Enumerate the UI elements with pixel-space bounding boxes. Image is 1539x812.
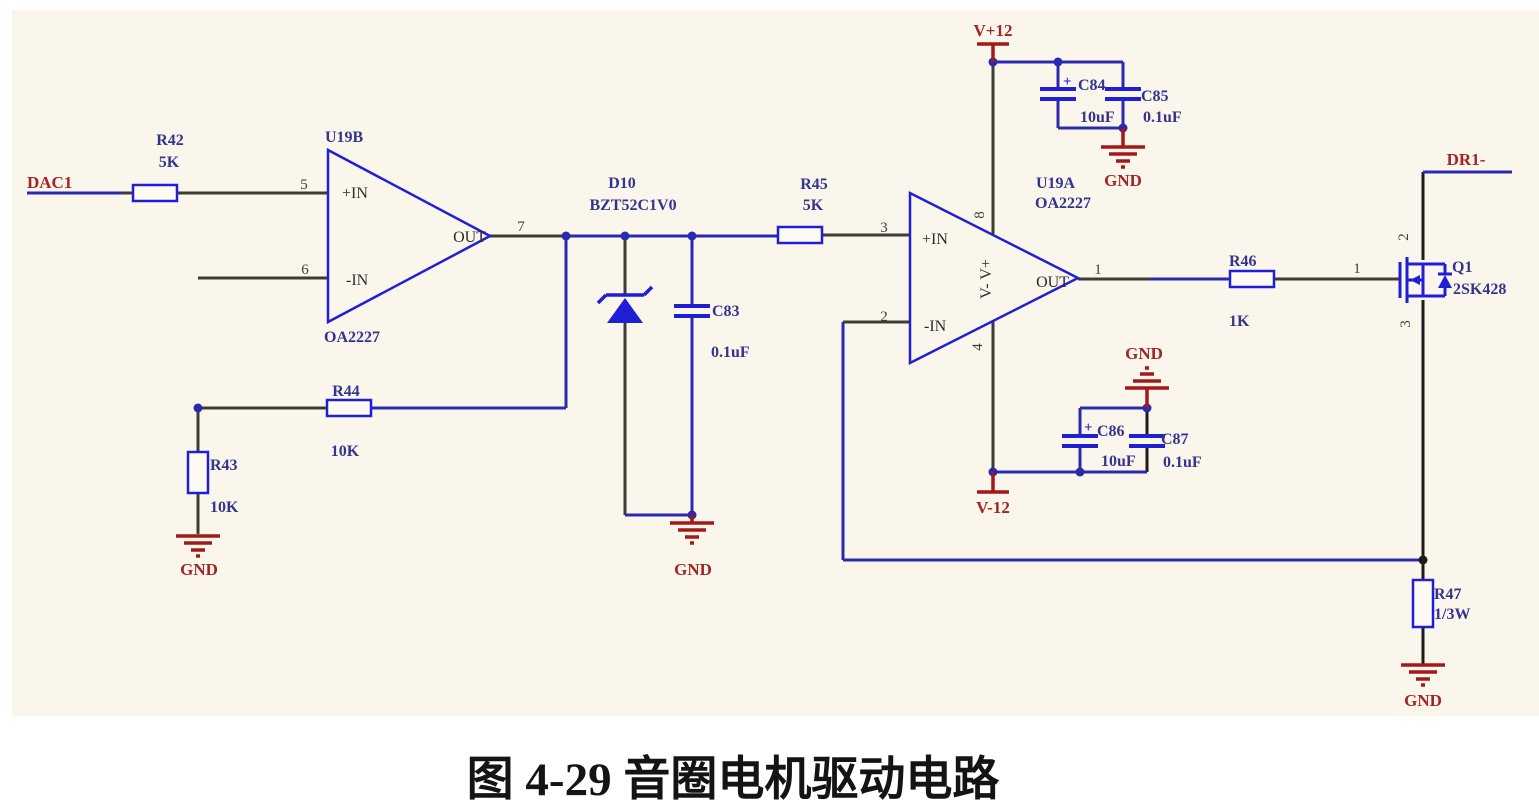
label-c87: C87: [1161, 431, 1189, 448]
label-c85: C85: [1141, 88, 1169, 105]
u19a-rail-text: V- V+: [978, 259, 995, 299]
pin2-q1-drain: 2: [1396, 233, 1412, 241]
pin1-u19a: 1: [1094, 262, 1102, 278]
value-c86: 10uF: [1101, 453, 1136, 470]
pin1-q1-gate: 1: [1353, 261, 1361, 277]
value-c85: 0.1uF: [1143, 109, 1182, 126]
value-c87: 0.1uF: [1163, 454, 1202, 471]
resistor-r43: [186, 450, 210, 495]
schematic-canvas: [12, 10, 1539, 716]
label-r46: R46: [1229, 253, 1257, 270]
u19b-plus-in: +IN: [342, 185, 368, 202]
pin6-u19b: 6: [301, 262, 309, 278]
gnd-label-c86: GND: [1125, 344, 1163, 363]
gnd-symbol-c85: [1101, 128, 1145, 169]
resistor-r44: [325, 398, 373, 418]
wires-blue: [27, 60, 1512, 562]
capacitor-c86: [1062, 434, 1098, 448]
gnd-label-c85: GND: [1104, 171, 1142, 190]
label-r45: R45: [800, 176, 828, 193]
opamp-u19a-triangle: [908, 190, 1081, 366]
capacitor-plates: [674, 87, 1165, 448]
part-d10: BZT52C1V0: [589, 197, 676, 214]
label-r47: R47: [1434, 586, 1462, 603]
u19a-minus-in: -IN: [924, 318, 947, 335]
part-q1: 2SK428: [1453, 281, 1506, 298]
resistor-r45: [776, 225, 824, 245]
pin3-q1-source: 3: [1398, 320, 1414, 328]
net-label-vplus12: V+12: [974, 21, 1013, 40]
gnd-symbol-c86-inverted: [1125, 366, 1169, 408]
pin7-u19b: 7: [517, 219, 525, 235]
value-r42: 5K: [159, 154, 180, 171]
capacitor-c84: [1040, 87, 1076, 101]
mosfet-body-arrow: [1410, 275, 1420, 285]
capacitor-c87: [1129, 434, 1165, 448]
value-r44: 10K: [331, 443, 360, 460]
polarity-c84: +: [1063, 74, 1072, 90]
capacitor-c85: [1105, 87, 1141, 101]
label-d10: D10: [608, 175, 636, 192]
label-r43: R43: [210, 457, 238, 474]
value-c84: 10uF: [1080, 109, 1115, 126]
pin3-u19a: 3: [880, 220, 888, 236]
pin8-u19a: 8: [972, 211, 988, 219]
figure-caption: 图 4-29 音圈电机驱动电路: [467, 754, 1001, 806]
net-label-vminus12: V-12: [976, 498, 1010, 517]
gnd-symbol-r47: [1401, 663, 1445, 687]
u19b-minus-in: -IN: [346, 272, 369, 289]
resistor-bodies: [131, 183, 1435, 629]
wires-black: [1145, 172, 1425, 664]
power-flag-vplus12: [977, 42, 1009, 62]
value-c83: 0.1uF: [711, 344, 750, 361]
wires-dark: [120, 62, 1400, 534]
part-u19a: OA2227: [1035, 195, 1091, 212]
u19b-out: OUT: [453, 229, 486, 246]
gnd-label-r47: GND: [1404, 691, 1442, 710]
label-u19b: U19B: [325, 129, 364, 146]
gnd-label-d10: GND: [674, 560, 712, 579]
gnd-symbol-r43: [176, 534, 220, 558]
opamp-u19b-triangle: [326, 147, 493, 325]
label-u19a: U19A: [1036, 175, 1076, 192]
net-label-dac1: DAC1: [27, 173, 72, 192]
mosfet-body-diode: [1438, 272, 1452, 288]
u19a-out: OUT: [1036, 274, 1069, 291]
pin5-u19b: 5: [300, 177, 308, 193]
label-q1: Q1: [1452, 259, 1472, 276]
zener-diode-d10: [596, 285, 654, 323]
value-r47: 1/3W: [1434, 606, 1470, 623]
resistor-r42: [131, 183, 179, 203]
label-r42: R42: [156, 132, 184, 149]
junction-dots: [193, 57, 1428, 565]
label-c83: C83: [712, 303, 740, 320]
value-r43: 10K: [210, 499, 239, 516]
net-label-dr1-minus: DR1-: [1447, 150, 1486, 169]
gnd-symbol-d10: [670, 515, 714, 545]
polarity-c86: +: [1084, 420, 1093, 436]
pin2-u19a: 2: [880, 309, 888, 325]
u19a-plus-in: +IN: [922, 231, 948, 248]
label-r44: R44: [332, 383, 360, 400]
mosfet-q1: [1398, 257, 1452, 303]
part-u19b: OA2227: [324, 329, 380, 346]
capacitor-c83: [674, 304, 710, 318]
value-r46: 1K: [1229, 313, 1250, 330]
label-c86: C86: [1097, 423, 1125, 440]
resistor-r47: [1411, 578, 1435, 629]
value-r45: 5K: [803, 197, 824, 214]
resistor-r46: [1228, 269, 1276, 289]
power-flag-vminus12: [977, 472, 1009, 494]
pin4-u19a: 4: [970, 343, 986, 351]
gnd-label-r43: GND: [180, 560, 218, 579]
label-c84: C84: [1078, 77, 1106, 94]
